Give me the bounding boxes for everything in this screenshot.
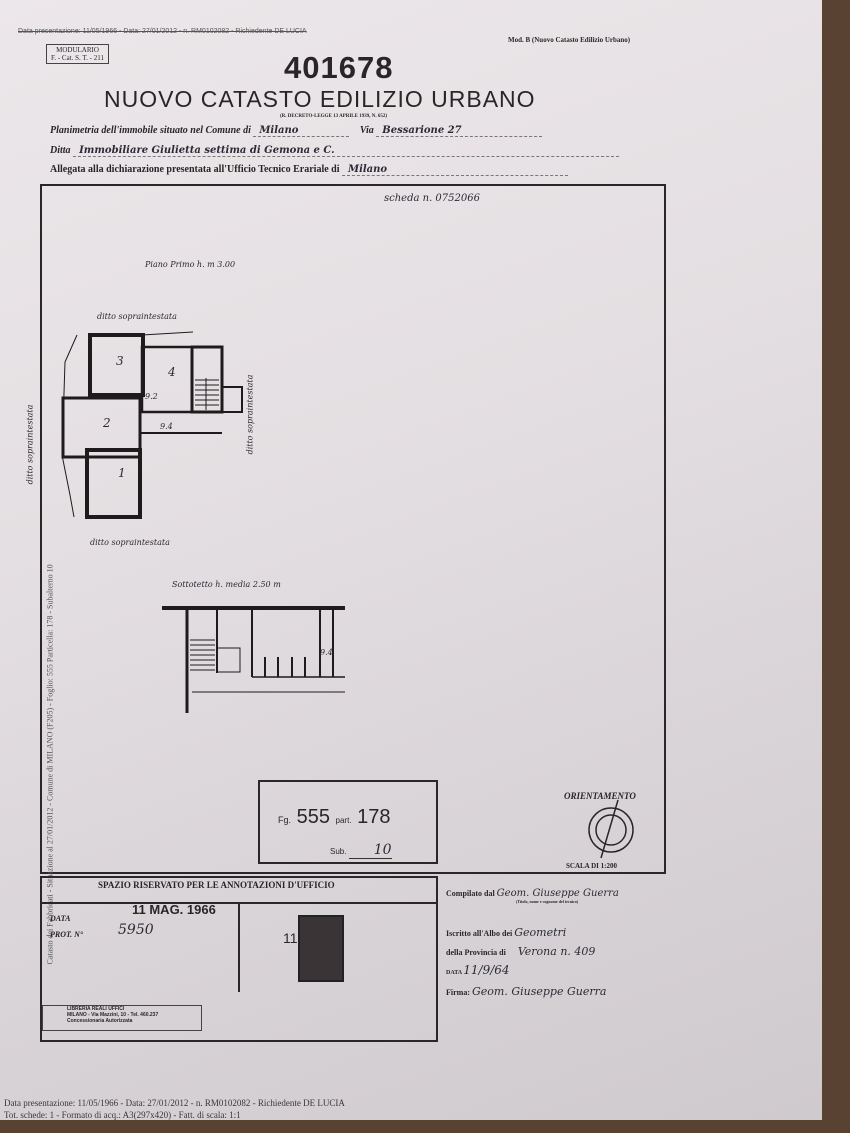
stair-treads (195, 378, 219, 410)
document-title: NUOVO CATASTO EDILIZIO URBANO (104, 86, 536, 112)
parcel-reference-box (258, 780, 438, 864)
room-label-3: 3 (116, 354, 124, 368)
compilato-value: Geom. Giuseppe Guerra (496, 888, 619, 899)
modulario-label: MODULARIO (56, 46, 99, 54)
room-label-4: 4 (168, 365, 176, 379)
printer-note: Concessionaria Autorizzata (67, 1018, 133, 1024)
planimetria-row: Planimetria dell'immobile situato nel Co… (50, 125, 650, 137)
allegata-row: Allegata alla dichiarazione presentata a… (50, 164, 569, 176)
neighbor-top-label: ditto sopraintestata (97, 312, 177, 321)
decree-line: (R. DECRETO-LEGGE 13 APRILE 1939, N. 652… (280, 114, 388, 119)
attic-plan (162, 606, 345, 713)
signature-label: Firma: (446, 988, 470, 997)
stair-block-walls (190, 345, 224, 414)
divider (238, 902, 240, 992)
compiler-date-row: DATA 11/9/64 (446, 963, 510, 977)
sub-value: 10 (348, 842, 392, 859)
room-4-walls (140, 345, 194, 414)
scheda-number: scheda n. 0752066 (384, 193, 480, 204)
albo-row: Iscritto all'Albo dei Geometri (446, 926, 566, 939)
revenue-stamp-image (298, 915, 344, 982)
compiler-date-label: DATA (446, 970, 462, 976)
office-title: SPAZIO RISERVATO PER LE ANNOTAZIONI D'UF… (98, 880, 335, 890)
signature: Geom. Giuseppe Guerra (472, 985, 607, 998)
document-number: 401678 (284, 50, 394, 85)
compiler-date-value: 11/9/64 (463, 963, 510, 977)
modulario-code: F. - Cat. S. T. - 211 (51, 54, 104, 62)
room-label-9-2: 9.2 (145, 392, 158, 401)
office-date-stamp: 11 MAG. 1966 (132, 902, 216, 917)
compilato-label: Compilato dal (446, 889, 495, 898)
sub-row: Sub. 10 (330, 842, 392, 859)
attic-room-label: 9.4 (320, 648, 333, 657)
foglio-value: 555 (296, 806, 330, 828)
floor-label: Piano Primo h. m 3.00 (145, 260, 236, 269)
cadastral-document (0, 0, 822, 1120)
ditta-label: Ditta (50, 145, 71, 156)
modulario-box: MODULARIO F. - Cat. S. T. - 211 (46, 44, 109, 64)
sottotetto-label: Sottotetto h. media 2.50 m (172, 580, 281, 589)
printer-label: LIBRERIA REALI UFFICI MILANO - Via Mazzi… (42, 1005, 202, 1031)
orientation-label: ORIENTAMENTO (564, 791, 636, 801)
printer-address: MILANO - Via Mazzini, 10 - Tel. 460.237 (67, 1012, 159, 1018)
protocol-label: PROT. N° (50, 930, 84, 939)
boundary-line (141, 331, 194, 336)
neighbor-bottom-label: ditto sopraintestata (90, 538, 170, 547)
plan-frame (40, 184, 666, 874)
compiler-row: Compilato dal Geom. Giuseppe Guerra (Tit… (446, 888, 619, 904)
ditta-row: Ditta Immobiliare Giulietta settima di G… (50, 145, 620, 157)
comune-value: Milano (253, 125, 350, 137)
allegata-label: Allegata alla dichiarazione presentata a… (50, 164, 340, 175)
footer-line-1: Data presentazione: 11/05/1966 - Data: 2… (4, 1098, 345, 1108)
particella-label: part. (335, 816, 352, 825)
room-1-walls (85, 448, 142, 519)
sub-label: Sub. (330, 847, 347, 856)
first-floor-plan (61, 331, 243, 519)
via-label: Via (359, 125, 374, 136)
provincia-label: della Provincia di (446, 948, 506, 957)
provincia-row: della Provincia di Verona n. 409 (446, 945, 595, 958)
foglio-label: Fg. (278, 815, 292, 825)
ufficio-value: Milano (342, 164, 569, 176)
via-value: Bessarione 27 (376, 125, 543, 137)
planimetria-label: Planimetria dell'immobile situato nel Co… (50, 125, 251, 136)
struck-header-line: Data presentazione: 11/05/1966 - Data: 2… (18, 28, 307, 35)
ditta-value: Immobiliare Giulietta settima di Gemona … (73, 145, 620, 157)
room-label-2: 2 (103, 416, 111, 430)
albo-value: Geometri (514, 926, 567, 939)
signature-row: Firma: Geom. Giuseppe Guerra (446, 985, 606, 998)
particella-value: 178 (357, 806, 391, 828)
north-arrow-icon (588, 799, 634, 859)
revenue-stamp-number: 11 (283, 930, 298, 946)
printer-name: LIBRERIA REALI UFFICI (67, 1006, 125, 1012)
scale-label: SCALA DI 1:200 (566, 862, 617, 870)
model-label: Mod. B (Nuovo Catasto Edilizio Urbano) (508, 36, 631, 44)
office-date-label: DATA (50, 914, 71, 923)
office-annotations-box (40, 876, 438, 1042)
albo-label: Iscritto all'Albo dei (446, 929, 513, 938)
footer-line-2: Tot. schede: 1 - Formato di acq.: A3(297… (4, 1110, 241, 1120)
foglio-row: Fg. 555 part. 178 (278, 806, 390, 829)
provincia-value: Verona n. 409 (517, 945, 596, 958)
room-label-9-4: 9.4 (160, 422, 173, 431)
boundary-line (61, 334, 78, 518)
protocol-number: 5950 (118, 922, 154, 938)
room-label-1: 1 (118, 466, 126, 480)
compilato-hint: (Titolo, nome e cognome del tecnico) (516, 899, 579, 904)
annex-walls (221, 386, 243, 413)
